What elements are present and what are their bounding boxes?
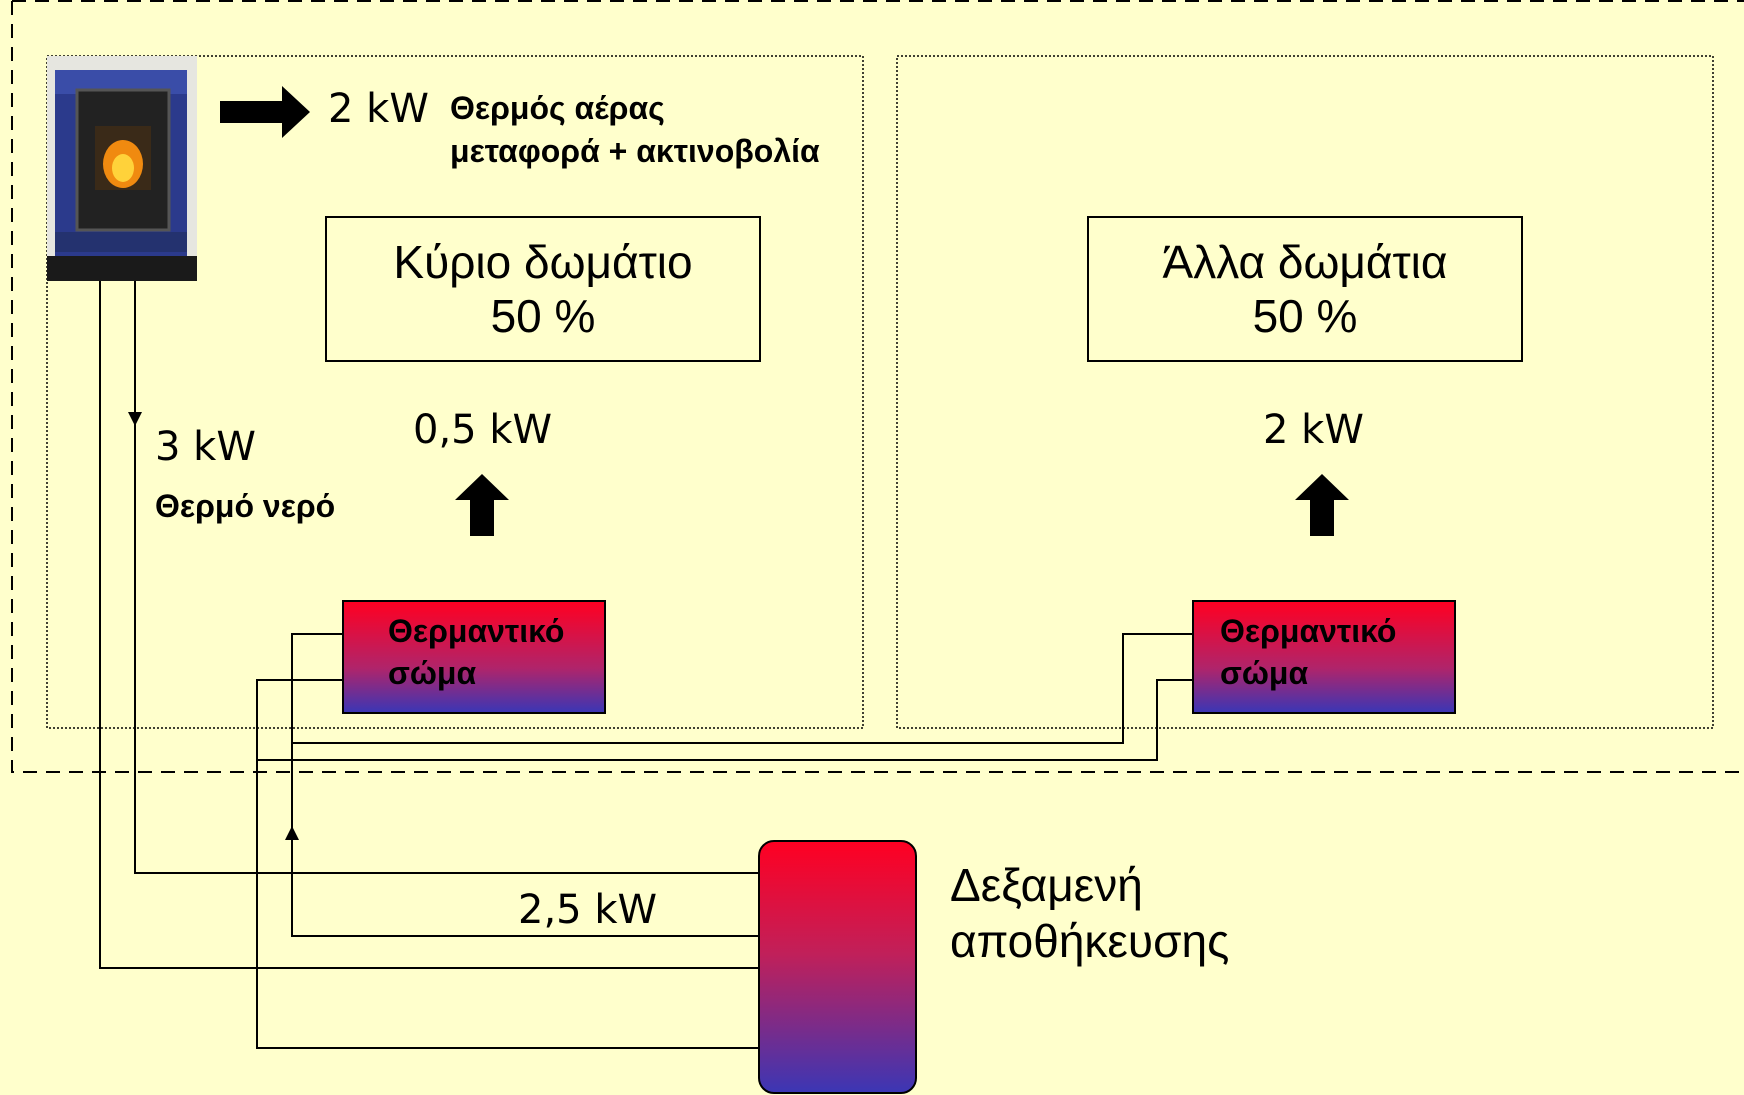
tank-supply-pipe (291, 633, 760, 937)
storage-tank (758, 840, 917, 1094)
stove-flow-arrowhead (128, 412, 142, 426)
main-room-radiator: Θερμαντικό σώμα (342, 600, 606, 714)
air-label-line2: μεταφορά + ακτινοβολία (450, 133, 820, 169)
main-radiator-line2: σώμα (388, 655, 477, 692)
return-from-other-radiator (257, 679, 1193, 761)
tank-flow-kw: 2,5 kW (518, 887, 658, 933)
other-rooms-radiator: Θερμαντικό σώμα (1192, 600, 1456, 714)
other-rooms-area (896, 55, 1714, 729)
other-rooms-name: Άλλα δωμάτια (1162, 235, 1448, 288)
main-room-area (46, 55, 864, 729)
main-radiator-line1: Θερμαντικό (388, 613, 565, 649)
main-room-share: 50 % (490, 290, 596, 342)
house-boundary (11, 1, 1744, 773)
other-rooms-box: Άλλα δωμάτια 50 % (1087, 216, 1523, 362)
water-label: Θερμό νερό (155, 488, 336, 524)
tank-label-line1: Δεξαμενή (950, 859, 1143, 911)
water-output-kw: 3 kW (155, 424, 256, 470)
air-label-line1: Θερμός αέρας (450, 90, 665, 126)
main-room-heat-kw: 0,5 kW (413, 407, 553, 453)
supply-to-other-radiator (292, 633, 1193, 744)
other-radiator-line2: σώμα (1220, 655, 1309, 692)
other-radiator-line1: Θερμαντικό (1220, 613, 1397, 649)
air-output-kw: 2 kW (328, 86, 429, 132)
supply-flow-arrowhead (285, 826, 299, 840)
radiator-return-pipe (256, 679, 760, 1049)
other-rooms-up-arrow (1295, 474, 1349, 536)
main-room-box: Κύριο δωμάτιο 50 % (325, 216, 761, 362)
stove-to-tank-pipe (134, 280, 760, 874)
tank-label-line2: αποθήκευσης (950, 915, 1230, 967)
main-room-up-arrow (455, 474, 509, 536)
other-rooms-share: 50 % (1252, 290, 1358, 342)
main-room-name: Κύριο δωμάτιο (393, 235, 693, 288)
pellet-stove-image (47, 56, 197, 281)
air-output-arrow (220, 86, 310, 138)
tank-to-stove-pipe (99, 280, 760, 969)
other-rooms-heat-kw: 2 kW (1263, 407, 1364, 453)
